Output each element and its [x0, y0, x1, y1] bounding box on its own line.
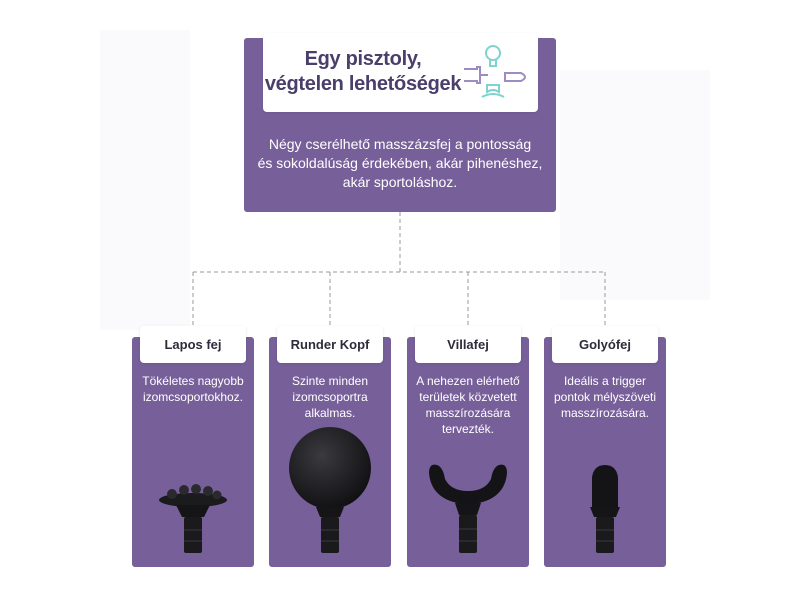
head-card-flat: Tökéletes nagyobb izomcsoportokhoz.	[132, 337, 254, 567]
head-card-fork: A nehezen elérhető területek közvetett m…	[407, 337, 529, 567]
background-ghost	[100, 30, 190, 330]
head-label-ball: Runder Kopf	[277, 326, 383, 363]
title-box: Egy pisztoly, végtelen lehetőségek	[263, 33, 538, 112]
head-card-description: Szinte minden izomcsoportra alkalmas.	[291, 374, 369, 420]
main-description: Négy cserélhető masszázsfej a pontosság …	[244, 135, 556, 192]
head-label-bullet: Golyófej	[552, 326, 658, 363]
main-description-line: Négy cserélhető masszázsfej a pontosság	[268, 136, 532, 152]
head-card-description: A nehezen elérhető területek közvetett m…	[416, 374, 520, 436]
ball-head-icon	[289, 427, 371, 553]
flat-head-icon	[159, 484, 227, 553]
head-label-flat: Lapos fej	[140, 326, 246, 363]
main-description-line: és sokoldalúság érdekében, akár pihenésh…	[257, 155, 543, 171]
head-card-description: Tökéletes nagyobb izomcsoportokhoz.	[142, 374, 244, 404]
main-title: Egy pisztoly, végtelen lehetőségek	[263, 47, 463, 97]
main-title-line: Egy pisztoly,	[304, 48, 422, 70]
background-ghost	[560, 70, 710, 300]
head-card-description: Ideális a trigger pontok mélyszöveti mas…	[553, 374, 657, 420]
massage-heads-icon	[464, 45, 526, 98]
head-card-bullet: Ideális a trigger pontok mélyszöveti mas…	[544, 337, 666, 567]
fork-head-icon	[429, 464, 507, 553]
bullet-head-icon	[590, 465, 620, 553]
head-label-fork: Villafej	[415, 326, 521, 363]
main-description-line: akár sportoláshoz.	[342, 174, 458, 190]
head-card-ball: Szinte minden izomcsoportra alkalmas.	[269, 337, 391, 567]
main-title-line: végtelen lehetőségek	[264, 73, 462, 95]
